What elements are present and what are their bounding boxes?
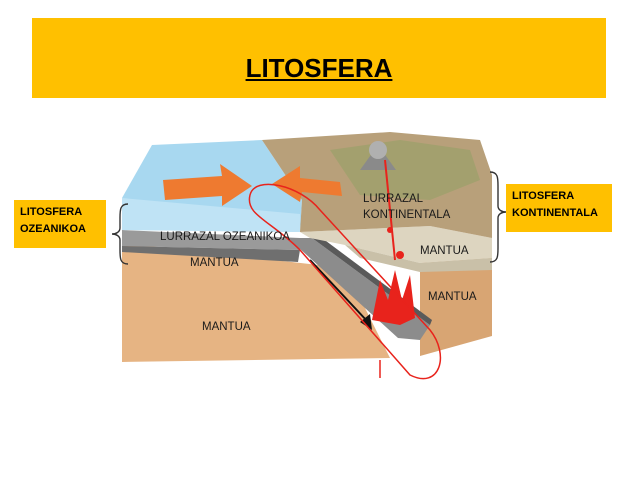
magma-chamber-2	[387, 227, 393, 233]
ocean-front-face	[122, 198, 300, 232]
page-title: LITOSFERA	[245, 53, 393, 83]
label-continental-lithosphere: LITOSFERA KONTINENTALA	[506, 184, 612, 232]
bracket-left	[111, 203, 129, 265]
subduction-arrow-head	[360, 314, 372, 330]
label-mantle-bottom: MANTUA	[202, 321, 251, 333]
label-mantle-right-lower: MANTUA	[428, 291, 477, 303]
label-oceanic-crust: LURRAZAL OZEANIKOA	[160, 231, 290, 243]
continental-crust-front	[300, 226, 492, 263]
continent-green	[330, 140, 480, 200]
magma-conduit	[384, 159, 396, 261]
label-continental-crust: LURRAZAL KONTINENTALA	[363, 193, 451, 221]
magma-chamber-1	[396, 251, 404, 259]
bracket-right	[489, 171, 507, 263]
volcano-plume	[369, 141, 387, 159]
magma-zone	[372, 270, 415, 325]
convergence-arrow-right	[272, 166, 342, 202]
label-mantle-upper-left: MANTUA	[190, 257, 239, 269]
convergence-arrow-left	[163, 164, 252, 206]
label-mantle-right-upper: MANTUA	[420, 245, 469, 257]
oceanic-lithosphere-dark	[122, 246, 300, 262]
asthenosphere-right	[420, 258, 492, 356]
callout-loop	[248, 183, 442, 380]
oceanic-lithosphere-front	[122, 230, 300, 250]
label-oceanic-lithosphere: LITOSFERA OZEANIKOA	[14, 200, 106, 248]
subduction-arrow	[309, 259, 369, 323]
title-banner: LITOSFERA	[32, 18, 606, 98]
continental-mantle-front	[345, 245, 492, 272]
